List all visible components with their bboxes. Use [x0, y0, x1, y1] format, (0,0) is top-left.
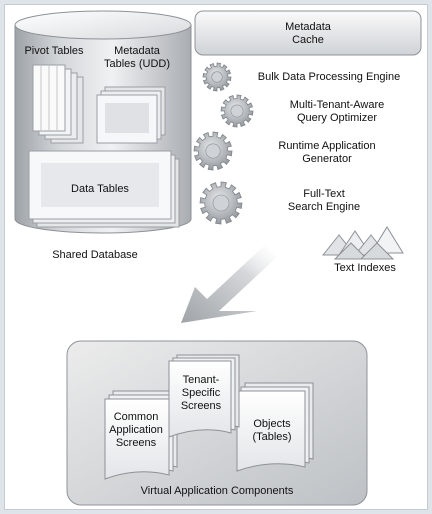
metadata-cache-box	[194, 10, 422, 56]
gear-icon-runtime-generator-hub	[205, 143, 221, 159]
objects-label: Objects (Tables)	[252, 418, 292, 443]
data-tables-label: Data Tables	[71, 183, 129, 195]
metadata-cache-label: Metadata Cache	[285, 21, 331, 46]
diagram-frame: Pivot Tables Metadata Tables (UDD) Data …	[4, 4, 428, 510]
flow-arrow	[181, 241, 277, 323]
tenant-screens-pages	[168, 354, 240, 438]
common-screens-label: Common Application Screens	[109, 411, 163, 449]
pivot-tables-stack	[32, 64, 84, 144]
engine-label-search-engine: Full-Text Search Engine	[287, 188, 361, 213]
shared-database-label: Shared Database	[52, 249, 138, 261]
gear-icon-query-optimizer-hub	[230, 104, 244, 118]
pivot-tables-label: Pivot Tables	[24, 45, 84, 57]
engine-label-query-optimizer: Multi-Tenant-Aware Query Optimizer	[289, 99, 385, 124]
data-tables-stack	[28, 150, 180, 228]
diagram-canvas	[14, 10, 422, 506]
virtual-components-label: Virtual Application Components	[140, 485, 294, 497]
metadata-tables-label: Metadata Tables (UDD)	[103, 45, 170, 70]
engine-label-runtime-generator: Runtime Application Generator	[278, 140, 376, 165]
gear-icon-bulk-hub	[211, 71, 223, 83]
gear-icon-search-engine-hub	[212, 194, 230, 212]
engine-label-bulk: Bulk Data Processing Engine	[257, 71, 401, 83]
text-indexes-label: Text Indexes	[334, 262, 396, 274]
objects-pages	[236, 382, 314, 472]
metadata-tables-stack	[96, 86, 166, 144]
tenant-screens-label: Tenant- Specific Screens	[180, 374, 222, 412]
gears-group	[193, 62, 254, 225]
common-screens-pages	[104, 390, 178, 480]
text-indexes-pyramids	[321, 226, 404, 260]
